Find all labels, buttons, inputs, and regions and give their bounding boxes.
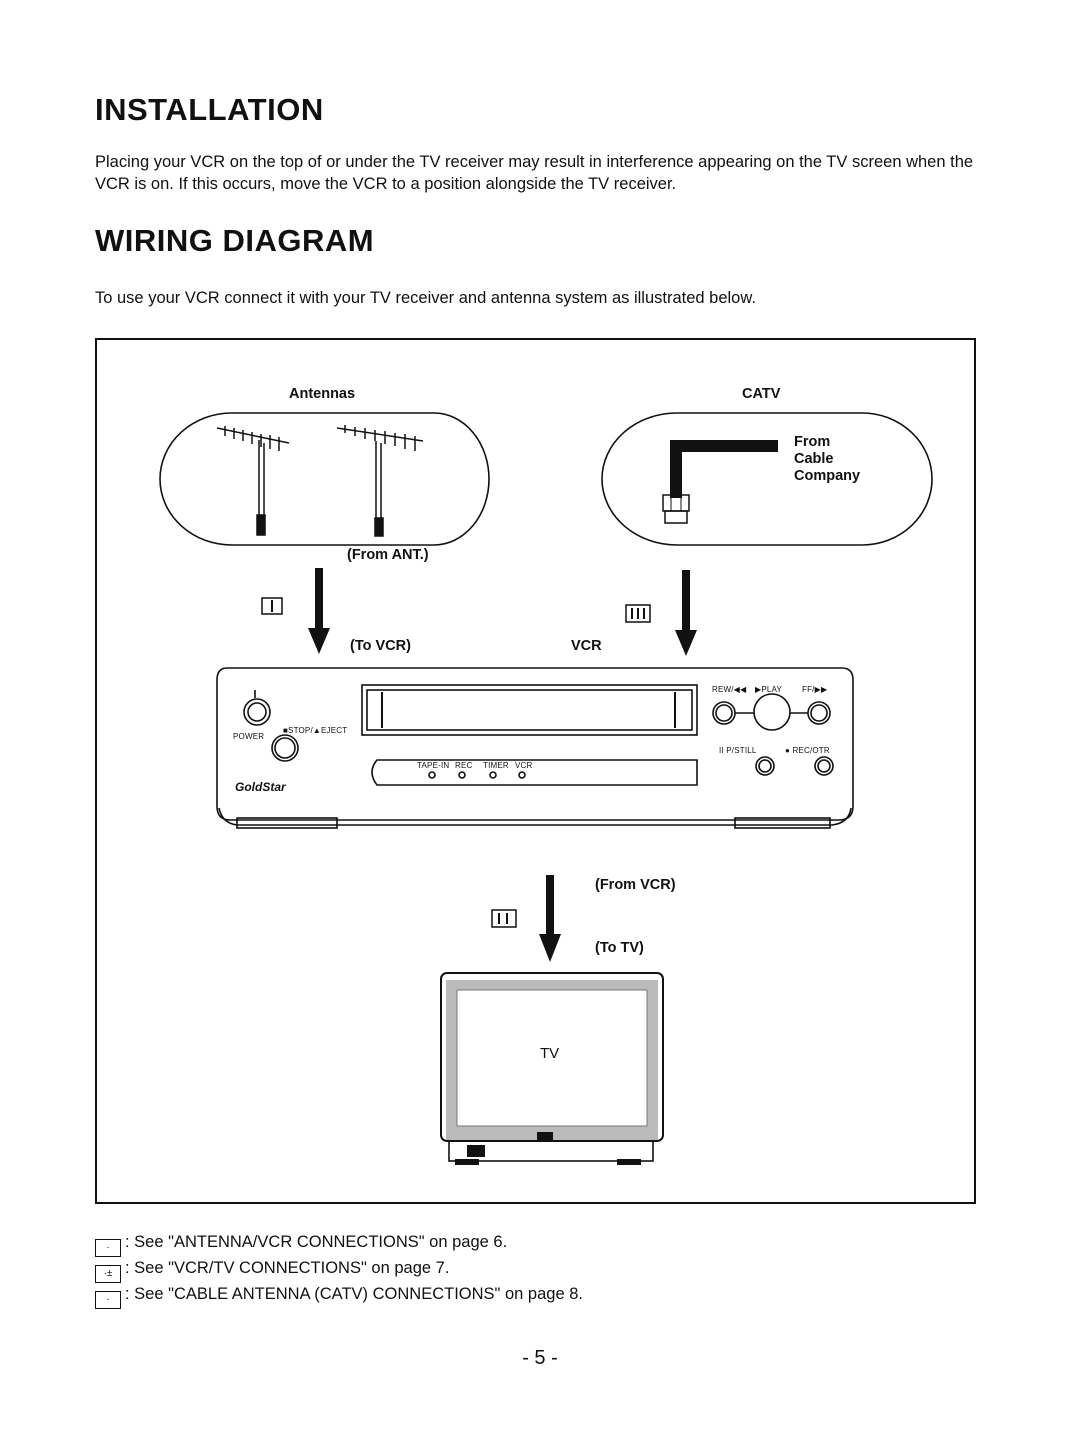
connection-marker-1 xyxy=(261,597,283,615)
indicator-vcr: VCR xyxy=(515,761,533,770)
legend-text-3: : See "CABLE ANTENNA (CATV) CONNECTIONS"… xyxy=(125,1285,583,1303)
rew-label: REW/◀◀ xyxy=(712,685,747,694)
legend-item-2: ·±: See "VCR/TV CONNECTIONS" on page 7. xyxy=(95,1259,449,1283)
installation-text: Placing your VCR on the top of or under … xyxy=(95,153,974,193)
legend-item-1: ·: See "ANTENNA/VCR CONNECTIONS" on page… xyxy=(95,1233,507,1257)
ff-label: FF/▶▶ xyxy=(802,685,828,694)
antenna-left-icon xyxy=(216,426,290,536)
installation-heading: INSTALLATION xyxy=(95,92,324,127)
wiring-heading: WIRING DIAGRAM xyxy=(95,223,375,258)
indicator-tape-in: TAPE-IN xyxy=(417,761,450,770)
connection-marker-2 xyxy=(491,909,517,928)
cable-connector-icon xyxy=(662,440,778,524)
catv-capsule xyxy=(601,412,933,546)
stop-eject-label: ■STOP/▲EJECT xyxy=(283,726,348,735)
tv-label: TV xyxy=(540,1045,560,1062)
antenna-right-icon xyxy=(336,425,424,537)
to-tv-label: (To TV) xyxy=(595,940,644,956)
tv-set xyxy=(440,972,664,1165)
legend-text-1: : See "ANTENNA/VCR CONNECTIONS" on page … xyxy=(125,1233,508,1251)
pause-still-label: II P/STILL xyxy=(719,746,757,755)
from-cable-line-1: From xyxy=(794,434,831,450)
from-cable-line-2: Cable xyxy=(794,451,834,467)
from-ant-label: (From ANT.) xyxy=(347,547,429,563)
connection-marker-3 xyxy=(625,604,651,623)
legend-marker-2-icon: ·± xyxy=(95,1265,121,1283)
power-button-label: POWER xyxy=(233,732,265,741)
indicator-timer: TIMER xyxy=(483,761,509,770)
arrow-down-antenna xyxy=(308,568,330,654)
legend-text-2: : See "VCR/TV CONNECTIONS" on page 7. xyxy=(125,1259,450,1277)
wiring-diagram-frame: Antennas CATV From Cable Company (From A… xyxy=(95,338,976,1204)
arrow-down-tv xyxy=(539,875,561,962)
antennas-label: Antennas xyxy=(289,386,356,402)
catv-label: CATV xyxy=(742,386,781,402)
antenna-capsule xyxy=(159,412,490,546)
play-label: ▶PLAY xyxy=(755,685,783,694)
from-cable-line-3: Company xyxy=(794,468,861,484)
legend-marker-1-icon: · xyxy=(95,1239,121,1257)
brand-logo: GoldStar xyxy=(235,780,286,794)
vcr-unit xyxy=(216,667,854,829)
wiring-diagram-art xyxy=(159,412,933,1165)
legend-marker-3-icon: · xyxy=(95,1291,121,1309)
arrow-down-catv xyxy=(675,570,697,656)
from-vcr-label: (From VCR) xyxy=(595,877,676,893)
page-number: - 5 - xyxy=(522,1347,558,1369)
rec-otr-label: ● REC/OTR xyxy=(785,746,830,755)
to-vcr-label: (To VCR) xyxy=(350,638,411,654)
indicator-rec: REC xyxy=(455,761,473,770)
legend-item-3: ·: See "CABLE ANTENNA (CATV) CONNECTIONS… xyxy=(95,1285,583,1309)
vcr-label: VCR xyxy=(571,638,602,654)
wiring-intro: To use your VCR connect it with your TV … xyxy=(95,289,756,307)
